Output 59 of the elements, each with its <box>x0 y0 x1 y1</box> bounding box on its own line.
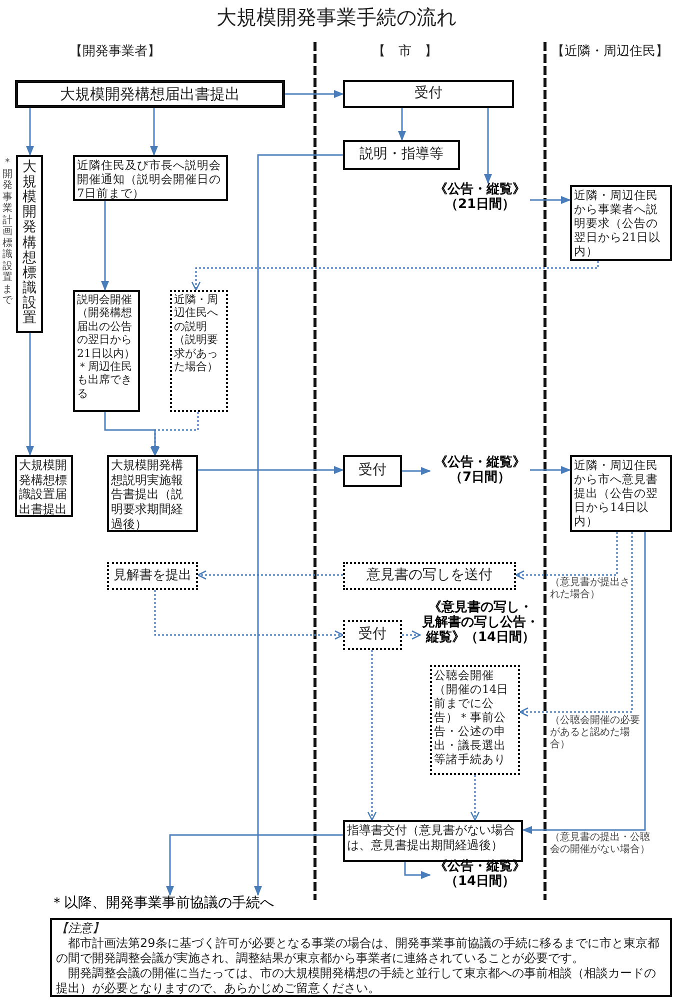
optional-step-box: 意見書の写しを送付 <box>343 562 516 590</box>
note-box <box>50 918 672 997</box>
process-box: 近隣・周辺住民から事業者へ説明要求（公告の翌日から21日以内） <box>570 185 672 261</box>
notice-period-text: 《意見書の写し・見解書の写し公告・縦覧》（14日間） <box>420 601 541 665</box>
lane-header: 【 市 】 <box>372 44 438 60</box>
note-paragraph: 都市計画法第29条に基づく許可が必要となる事業の場合は、開発事業事前協議の手続に移るまでに市と東京都の間で開発調整会議が実施され、調整結果が東京都から事業者に連絡されていることが必要です。 <box>56 936 660 966</box>
note-paragraph: 開発調整会議の開催に当たっては、市の大規模開発構想の手続と並行して東京都への事前相談（相談カードの提出）が必要となりますので、あらかじめご留意ください。 <box>56 966 657 996</box>
dotted-arrow <box>367 650 377 821</box>
condition-note: （公聴会開催の必要があると認めた場合） <box>550 715 640 751</box>
arrow <box>254 154 343 896</box>
process-box: 指導書交付（意見書がない場合は、意見書提出期間経過後） <box>343 820 523 862</box>
arrow <box>26 333 34 456</box>
process-box: 近隣住民及び市長へ説明会開催通知（説明会開催日の7日前まで） <box>73 155 228 201</box>
condition-note: （意見書が提出された場合） <box>550 577 630 601</box>
dotted-arrow <box>470 775 480 821</box>
next-step-text: ＊以降、開発事業事前協議の手続へ <box>50 895 312 915</box>
optional-step-box: 近隣・周辺住民への説明（説明要求があった場合） <box>170 290 228 412</box>
arrow <box>26 108 34 156</box>
arrow <box>285 90 344 98</box>
arrow <box>404 862 431 879</box>
process-box: 受付 <box>343 455 402 487</box>
dotted-arrow <box>150 412 199 456</box>
arrow <box>402 467 431 475</box>
optional-step-box: 受付 <box>343 620 402 650</box>
arrow <box>104 412 159 456</box>
side-note: ＊開発事業計画標識設置まで <box>2 157 13 306</box>
process-box: 大規模開発構想標識設置 <box>16 155 43 333</box>
process-box: 大規模開発構想届出書提出 <box>15 80 285 108</box>
lane-header: 【開発事業者】 <box>68 44 162 60</box>
process-box: 説明・指導等 <box>343 140 460 170</box>
notice-period-text: 《公告・縦覧》（7日間） <box>430 456 530 490</box>
dotted-arrow <box>402 630 421 640</box>
optional-step-box: 公聴会開催（開催の14日前までに公告）＊事前公告・公述の申出・議長選出等諸手続あり <box>430 665 520 775</box>
process-box: 大規模開発構想説明実施報告書提出（説明要求期間経過後） <box>107 455 198 532</box>
arrow <box>522 532 646 834</box>
dotted-arrow <box>154 590 344 640</box>
dotted-arrow <box>191 261 599 291</box>
arrow <box>101 201 109 291</box>
arrow <box>150 108 158 156</box>
arrow <box>198 466 344 474</box>
diagram-title: 大規模開発事業手続の流れ <box>216 4 458 31</box>
process-box: 受付 <box>343 80 514 108</box>
dotted-arrow <box>197 570 343 580</box>
notice-period-text: 《公告・縦覧》（14日間） <box>430 860 530 894</box>
notice-period-text: 《公告・縦覧》（21日間） <box>430 183 530 217</box>
arrow <box>484 108 492 184</box>
arrow <box>530 196 571 204</box>
note-heading: 【注意】 <box>56 921 105 936</box>
process-box: 近隣・周辺住民から市へ意見書提出（公告の翌日から14日以内） <box>570 455 672 532</box>
dotted-arrow <box>519 532 633 717</box>
arrow <box>530 466 571 474</box>
process-box: 大規模開発構想標識設置届出書提出 <box>15 455 73 517</box>
arrow <box>398 108 406 141</box>
condition-note: （意見書の提出・公聴会の開催がない場合） <box>550 832 650 856</box>
lane-header: 【近隣・周辺住民】 <box>550 44 670 60</box>
arrow <box>166 834 343 896</box>
process-box: 説明会開催（開発構想届出の公告の翌日から21日以内）＊周辺住民も出席できる <box>73 290 140 412</box>
optional-step-box: 見解書を提出 <box>107 562 198 590</box>
dotted-arrow <box>515 532 618 580</box>
